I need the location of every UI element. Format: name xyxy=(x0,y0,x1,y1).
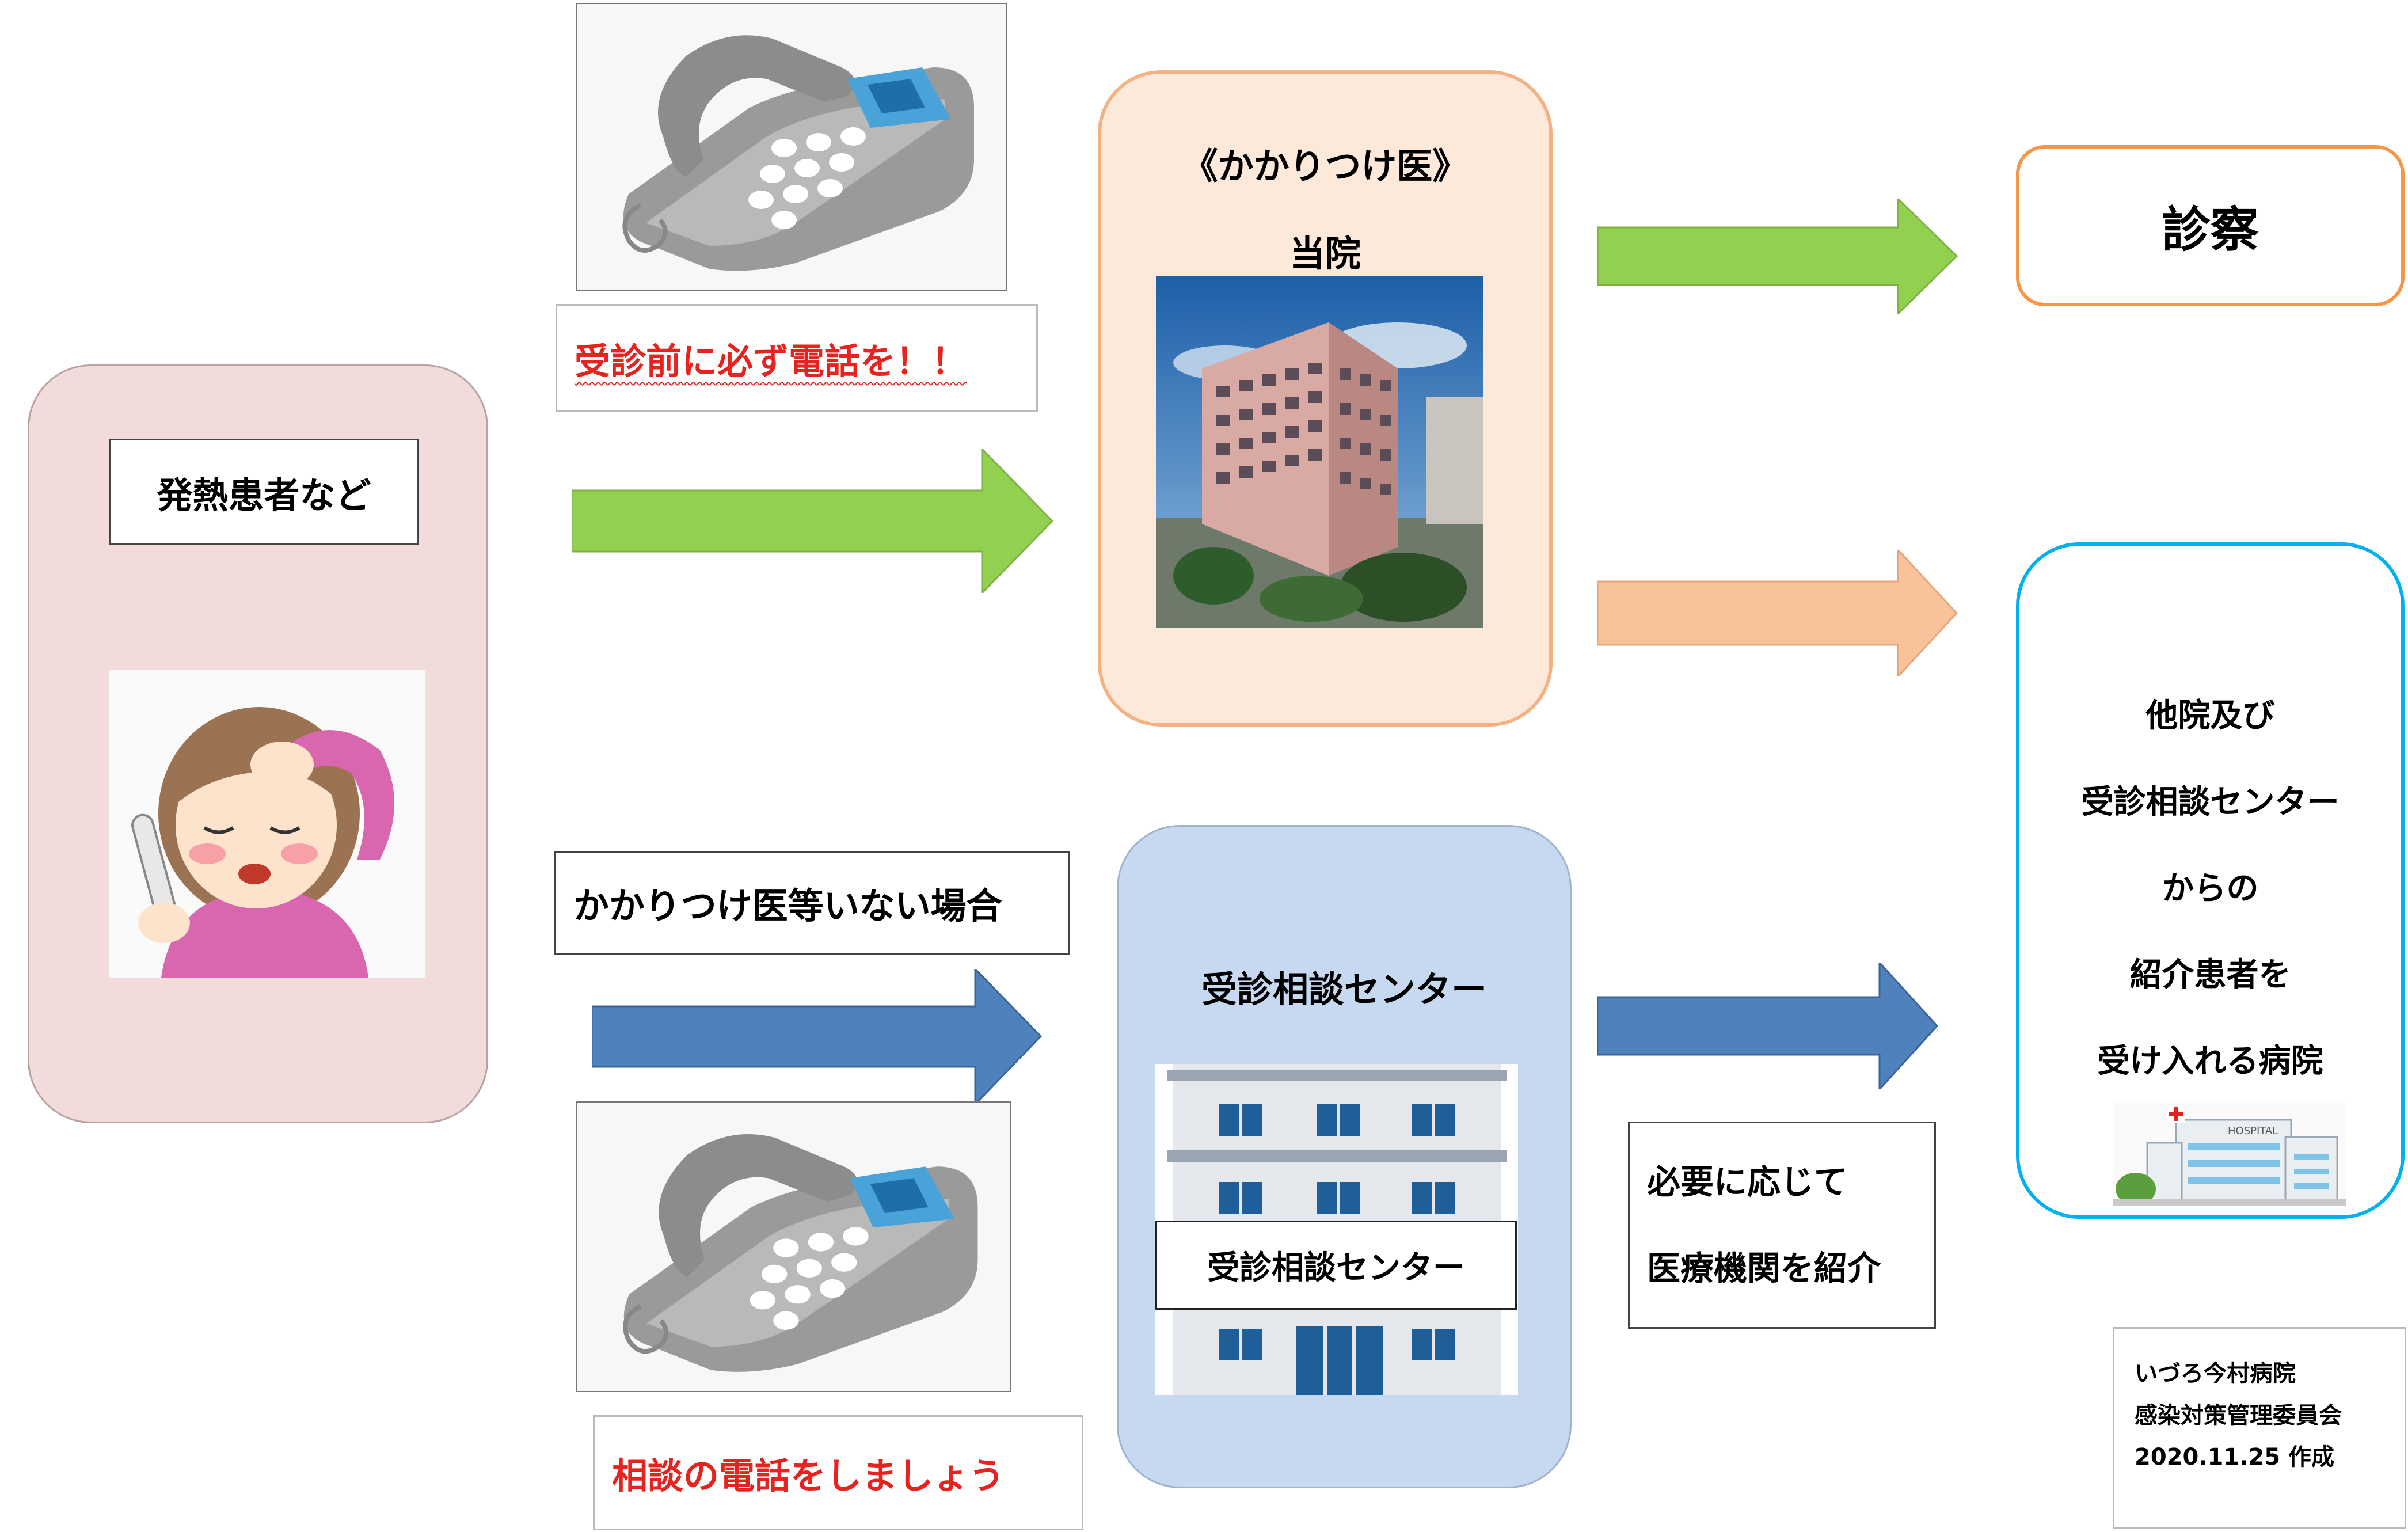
consultation-center-sign: 受診相談センター xyxy=(1155,1221,1517,1310)
referral-line-1: 必要に応じて xyxy=(1647,1162,1848,1202)
hospital-sign: HOSPITAL xyxy=(2228,1125,2278,1137)
footer-date: 2020.11.25 作成 xyxy=(2135,1444,2334,1470)
referral-note-box: 必要に応じて 医療機関を紹介 xyxy=(1628,1122,1936,1329)
telephone-illustration-top xyxy=(576,3,1007,291)
referral-line-2: 医療機関を紹介 xyxy=(1647,1249,1881,1288)
receiving-hospital-line-2: 受診相談センター xyxy=(2081,784,2339,821)
arrow-to-receiving-hospital-orange xyxy=(1597,550,1958,676)
arrow-center-to-receiving-hospital xyxy=(1597,963,1939,1089)
family-doctor-name: 当院 xyxy=(1289,233,1361,275)
family-doctor-heading: 《かかりつけ医》 xyxy=(1182,145,1469,187)
patient-label: 発熱患者など xyxy=(109,439,419,545)
diagnosis-label: 診察 xyxy=(2162,201,2259,258)
diagnosis-box: 診察 xyxy=(2016,145,2405,306)
consult-call-notice: 相談の電話をしましょう xyxy=(593,1415,1083,1530)
consultation-center-title: 受診相談センター xyxy=(1201,968,1487,1010)
arrow-to-diagnosis xyxy=(1597,199,1958,314)
receiving-hospital-line-1: 他院及び xyxy=(2145,697,2275,735)
arrow-to-family-doctor xyxy=(572,449,1054,593)
hospital-illustration: HOSPITAL xyxy=(2113,1103,2346,1206)
telephone-illustration-bottom xyxy=(576,1101,1011,1392)
clinic-building-photo xyxy=(1156,276,1483,628)
receiving-hospital-line-3: からの xyxy=(2162,870,2259,907)
footer-credit-box: いづろ今村病院 感染対策管理委員会 2020.11.25 作成 xyxy=(2113,1327,2406,1529)
arrow-to-consultation-center xyxy=(592,969,1043,1104)
footer-committee: 感染対策管理委員会 xyxy=(2135,1402,2342,1429)
sick-patient-illustration xyxy=(109,670,425,978)
receiving-hospital-line-5: 受け入れる病院 xyxy=(2097,1043,2323,1080)
call-before-visit-notice: 受診前に必ず電話を！！ xyxy=(556,304,1038,412)
receiving-hospital-line-4: 紹介患者を xyxy=(2129,956,2291,994)
footer-hospital-name: いづろ今村病院 xyxy=(2135,1360,2296,1387)
no-family-doctor-label: かかりつけ医等いない場合 xyxy=(554,851,1070,955)
